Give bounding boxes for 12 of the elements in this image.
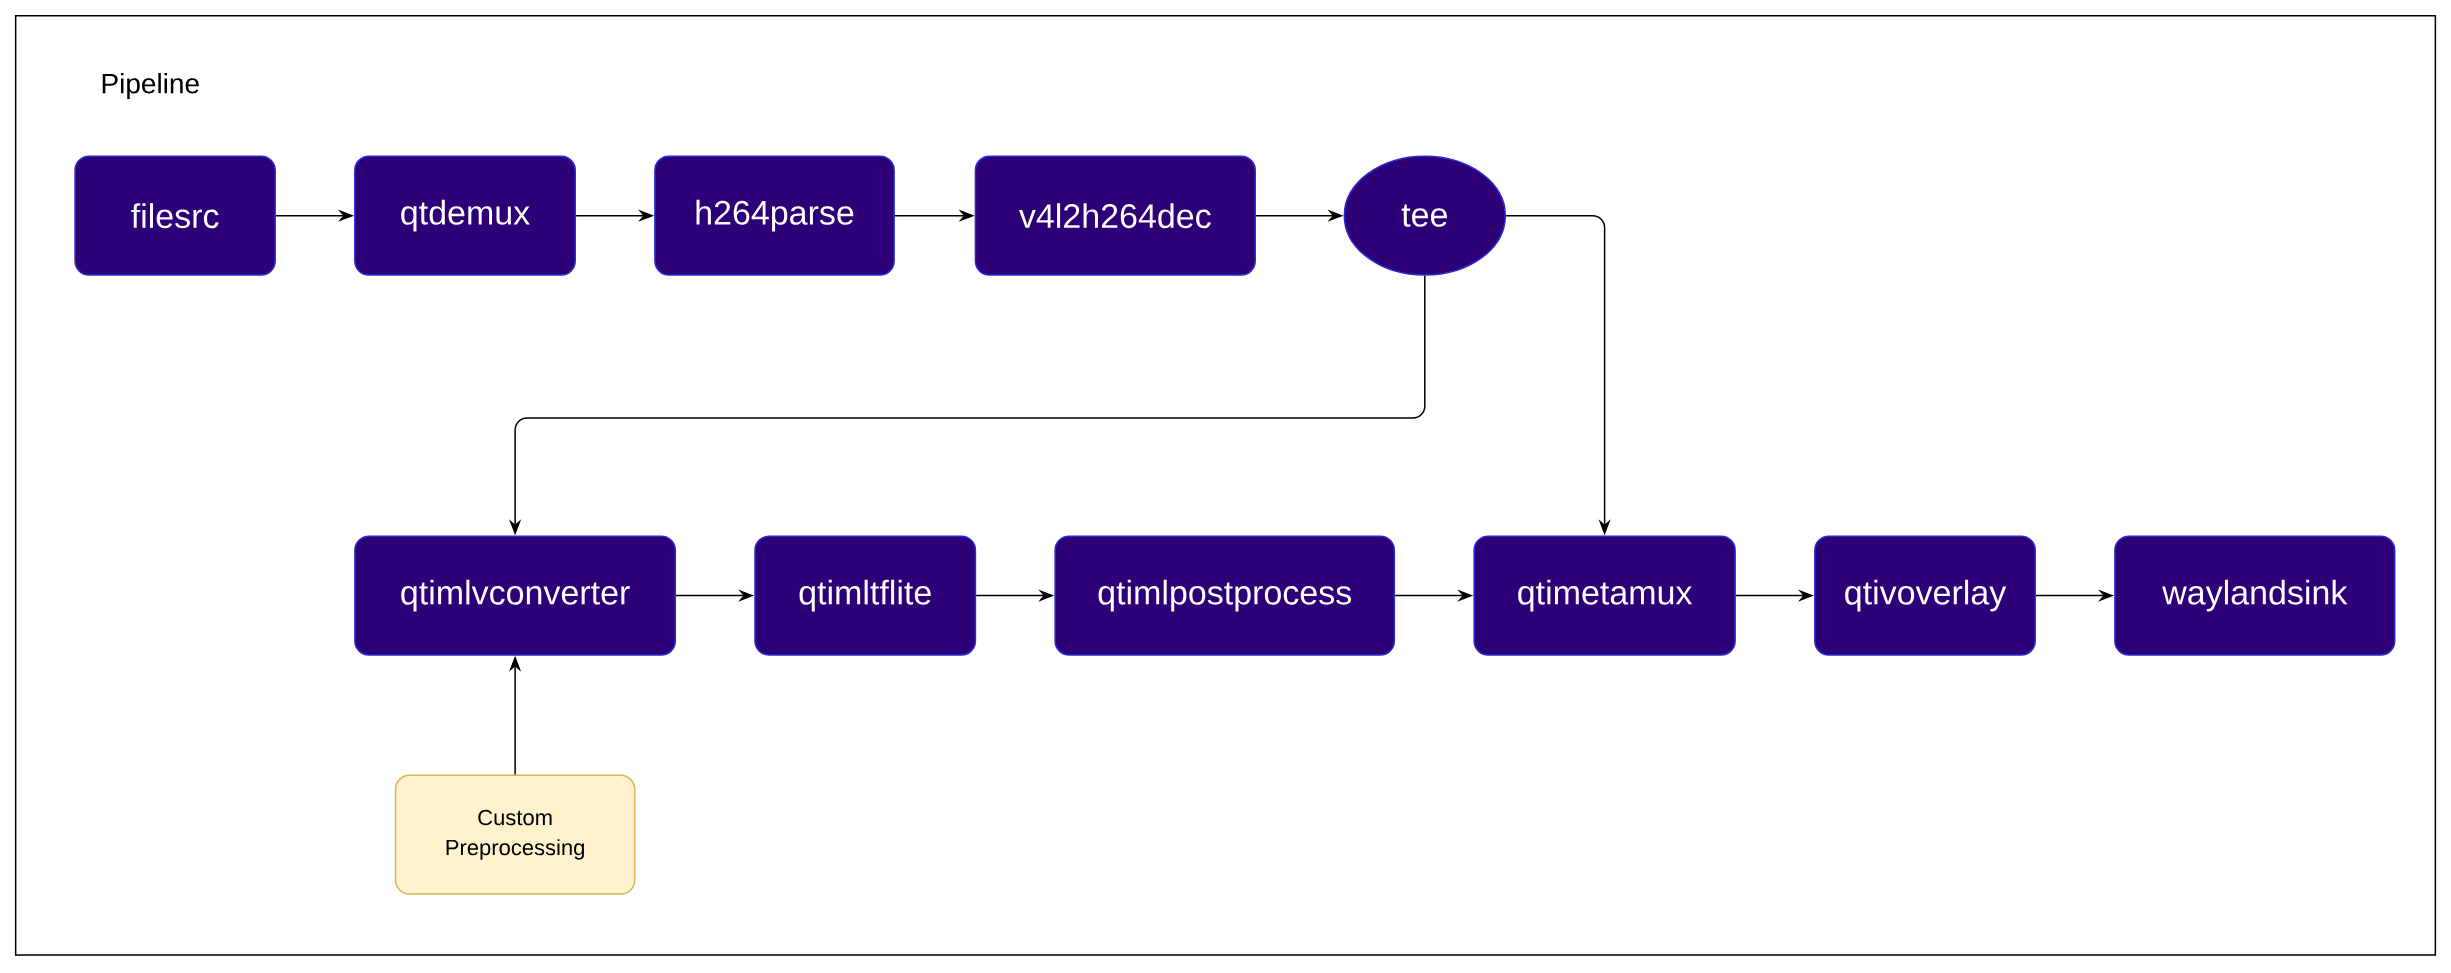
element-box: qtivoverlay xyxy=(1814,535,2036,656)
preprocessing-box: Custom Preprocessing xyxy=(394,774,636,895)
element-box: waylandsink xyxy=(2114,535,2396,656)
element-box: filesrc xyxy=(74,155,276,276)
element-box: qtdemux xyxy=(354,155,576,276)
element-box: qtimltflite xyxy=(754,535,977,656)
frame-title: Pipeline xyxy=(102,72,199,100)
element-box: h264parse xyxy=(654,155,895,276)
element-box: v4l2h264dec xyxy=(974,155,1256,276)
element-box: qtimetamux xyxy=(1473,535,1736,656)
element-box: qtimlvconverter xyxy=(354,535,677,656)
element-box: qtimlpostprocess xyxy=(1054,535,1396,656)
